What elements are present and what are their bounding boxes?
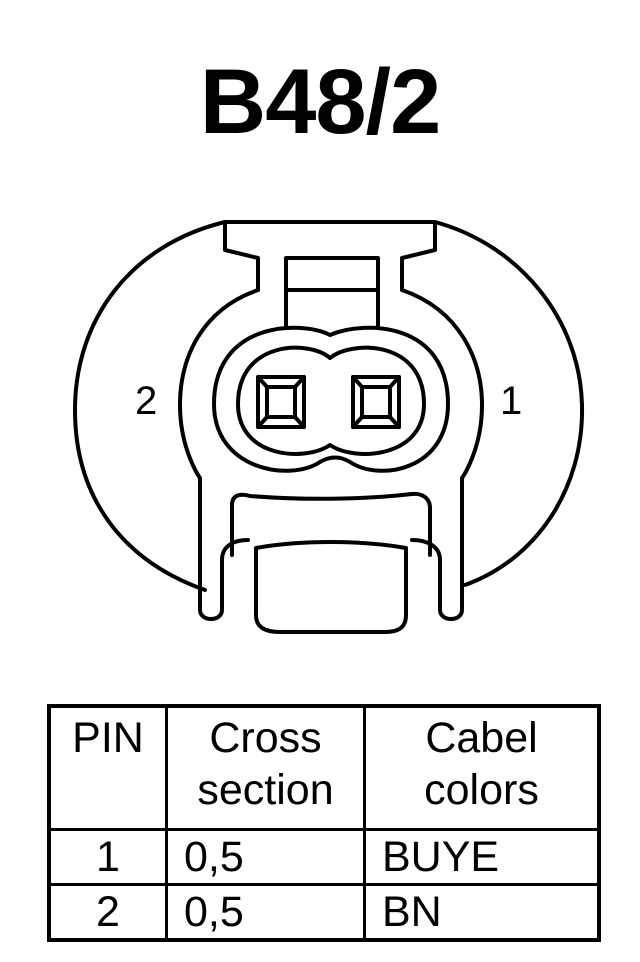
connector-diagram: 2 1 <box>73 220 585 634</box>
header-cross-section: Cross section <box>165 704 366 831</box>
pin-2-terminal <box>256 375 306 429</box>
pin-cavity-outer <box>212 325 450 473</box>
key-frame <box>230 491 432 557</box>
pin-number-cell: 1 <box>47 828 168 886</box>
connector-title: B48/2 <box>199 51 442 153</box>
connector-housing-outline <box>73 220 585 592</box>
pin-assignment-table: PIN Cross section Cabel colors 1 0,5 BUY… <box>47 704 601 942</box>
pin-2-label: 2 <box>135 379 157 423</box>
table-header-row: PIN Cross section Cabel colors <box>47 704 601 831</box>
pin-number-cell: 2 <box>47 883 168 942</box>
cable-color-cell: BUYE <box>363 828 601 886</box>
table-row: 2 0,5 BN <box>47 883 601 942</box>
header-cable-colors: Cabel colors <box>363 704 601 831</box>
key-tab <box>254 540 408 634</box>
cross-section-cell: 0,5 <box>165 828 366 886</box>
socket-outline <box>178 288 484 621</box>
pin-cavity-inner <box>236 345 426 456</box>
header-pin: PIN <box>47 704 168 831</box>
locking-tab-latch <box>284 256 380 327</box>
locking-tab <box>223 220 437 292</box>
pin-1-terminal <box>351 375 401 429</box>
cross-section-cell: 0,5 <box>165 883 366 942</box>
cable-color-cell: BN <box>363 883 601 942</box>
pin-1-label: 1 <box>500 379 522 423</box>
table-row: 1 0,5 BUYE <box>47 828 601 886</box>
